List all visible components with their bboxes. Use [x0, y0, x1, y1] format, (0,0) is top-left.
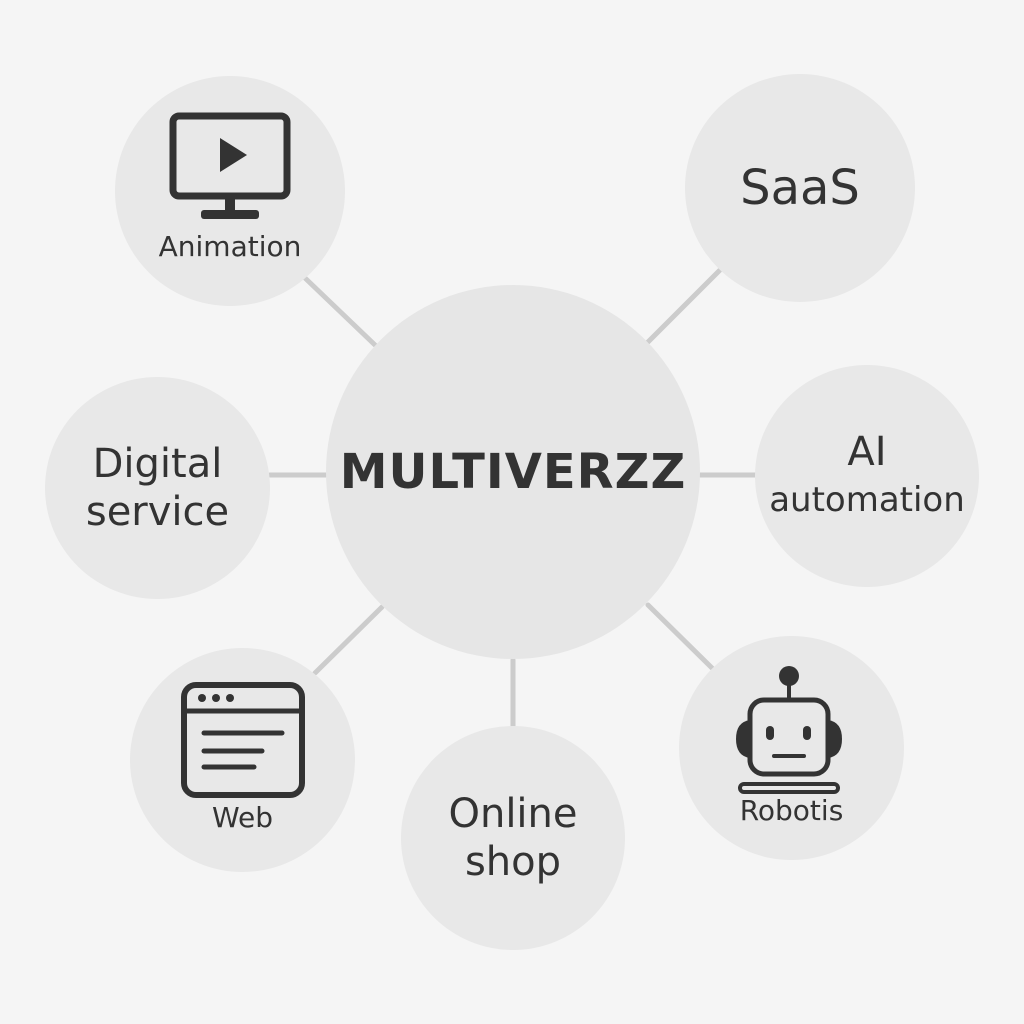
node-saas[interactable]: SaaS [685, 74, 915, 302]
ai-label-line2: automation [769, 480, 965, 520]
shop-label-line2: shop [464, 839, 562, 885]
node-robotis[interactable]: Robotis [679, 636, 904, 860]
robotis-label: Robotis [739, 793, 844, 827]
robot-icon [735, 665, 842, 794]
center-label: MULTIVERZZ [339, 444, 687, 500]
monitor-play-icon [169, 112, 291, 219]
animation-label: Animation [158, 229, 302, 263]
node-animation[interactable]: Animation [115, 76, 345, 306]
connector-web [312, 604, 385, 676]
digital-label-line2: service [85, 489, 230, 535]
connector-animation [302, 275, 378, 348]
browser-window-icon [180, 681, 305, 798]
node-web[interactable]: Web [130, 648, 355, 872]
web-label: Web [211, 800, 274, 834]
node-ai-automation[interactable]: AI automation [755, 365, 979, 587]
digital-label-line1: Digital [92, 441, 223, 487]
connector-robotis [645, 602, 715, 671]
connector-saas [645, 267, 723, 345]
node-online-shop[interactable]: Online shop [401, 726, 625, 950]
center-node[interactable]: MULTIVERZZ [326, 285, 700, 659]
node-digital-service[interactable]: Digital service [45, 377, 270, 599]
saas-label: SaaS [740, 160, 860, 216]
ai-label-line1: AI [847, 429, 887, 475]
shop-label-line1: Online [448, 791, 578, 837]
